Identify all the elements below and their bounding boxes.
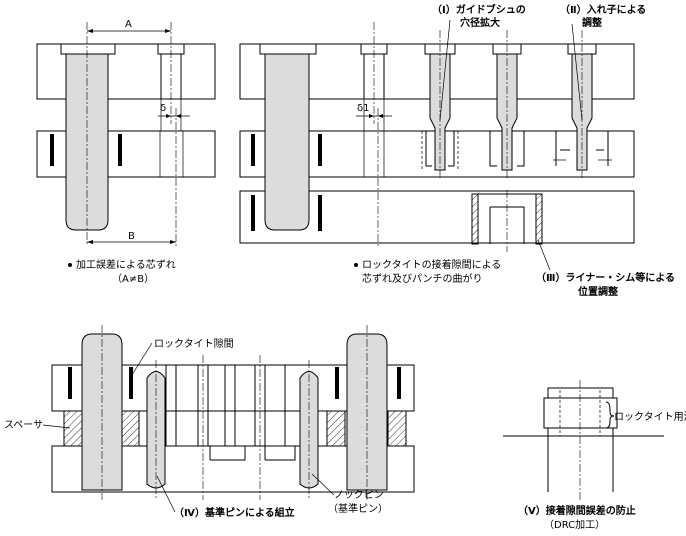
note-reference-pin-assembly: （Ⅳ）基準ピンによる組立	[174, 506, 295, 519]
note-insert: （Ⅱ）入れ子による	[560, 3, 646, 16]
note-hole-enlarge: 穴径拡大	[460, 16, 500, 29]
spacer-right	[387, 410, 407, 447]
note-gap-error-prevention: （Ⅴ）接着隙間誤差の防止	[518, 504, 636, 517]
delta-label: δ	[160, 103, 166, 114]
note-position-adjust: 位置調整	[578, 285, 618, 298]
delta1-label: δ1	[357, 103, 369, 114]
knock-pin-right	[299, 371, 319, 489]
bushing-right	[118, 134, 122, 166]
figure-misalignment-machining: A B δ 加工誤差による芯ずれ （A≠B）	[36, 19, 216, 285]
spacer-left	[63, 410, 83, 447]
note-a-not-b: （A≠B）	[112, 273, 154, 285]
label-spacer: スペーサ	[4, 419, 43, 431]
figure-loctite-gap: δ1	[239, 3, 675, 298]
dimension-a-label: A	[125, 19, 132, 30]
punch-ii	[489, 30, 525, 180]
pin-head-left	[60, 43, 116, 55]
label-reference-pin: （基準ピン）	[328, 502, 388, 515]
note-misalign-bend: 芯ずれ及びパンチの曲がり	[362, 272, 483, 285]
note-machining-error: 加工誤差による芯ずれ	[76, 258, 176, 271]
stripper-plate	[36, 130, 216, 178]
knock-pin-left	[146, 371, 166, 489]
label-loctite-groove: ロックタイト用溝	[614, 410, 686, 423]
note-loctite-gap: ロックタイトの接着隙間による	[362, 258, 501, 271]
liner-right	[535, 193, 543, 245]
figure-drc-processing: ロックタイト用溝 （Ⅴ）接着隙間誤差の防止 （DRC加工）	[503, 380, 686, 531]
figure-knock-pin-assembly: ロックタイト隙間 スペーサ （Ⅳ）基準ピンによる組立 ノックピン （基準ピン）	[4, 325, 415, 519]
guide-pin-large-2	[264, 53, 310, 231]
label-loctite-gap: ロックタイト隙間	[154, 337, 234, 350]
label-knock-pin: ノックピン	[334, 489, 384, 501]
note-liner-shim: （Ⅲ）ライナー・シム等による	[536, 271, 675, 284]
note-drc-processing: （DRC加工）	[544, 519, 605, 531]
dimension-b-label: B	[128, 231, 135, 242]
note-guide-bushing: （Ⅰ）ガイドブシュの	[432, 3, 526, 16]
punch-i	[421, 30, 459, 180]
note-adjust: 調整	[582, 16, 602, 29]
liner-left	[471, 193, 479, 245]
bushing-left	[50, 134, 54, 166]
punch-iii	[553, 30, 612, 180]
